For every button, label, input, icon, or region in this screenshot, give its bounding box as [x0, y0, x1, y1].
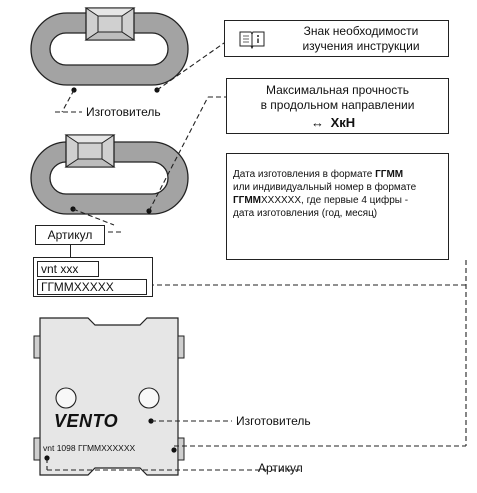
plate-hole-left [55, 387, 77, 409]
carabiner-top [30, 7, 189, 93]
article-tag-connector [70, 245, 71, 258]
plate-tab-left-bottom [33, 437, 41, 461]
date-line-1: Дата изготовления в формате ГГММ [233, 169, 404, 180]
date-format-box: Дата изготовления в формате ГГММ или инд… [226, 153, 449, 260]
tag-code: ГГММXXXXX [41, 280, 114, 294]
strength-line-1: Максимальная прочность [265, 83, 410, 97]
tag-code-box: ГГММXXXXX [37, 279, 147, 295]
tag-model: vnt xxx [41, 262, 79, 276]
leader-top-manufacturer [61, 89, 75, 113]
plate-brand: VENTO [54, 411, 119, 431]
leader-strength-1 [148, 96, 209, 212]
carabiner-bottom-gate [64, 134, 116, 168]
manufacturer-label-top: Изготовитель [86, 105, 161, 119]
marking-plate [33, 317, 185, 476]
article-label: Артикул [47, 228, 93, 242]
tag-outer: vnt xxx ГГММXXXXX [33, 257, 153, 297]
strength-line-2: в продольном направлении [260, 98, 415, 112]
plate-tab-right-top [177, 335, 185, 359]
double-arrow-icon: ↔ [311, 115, 324, 130]
plate-tab-left-top [33, 335, 41, 359]
plate-marking: vnt 1098 ГГММXXXXXX [43, 443, 136, 453]
plate-tab-right-bottom [177, 437, 185, 461]
callout-article: Артикул [258, 461, 303, 475]
open-book-info-icon [239, 31, 265, 49]
date-line-3: ГГММXXXXXX, где первые 4 цифры - [233, 195, 409, 206]
strength-value: XкН [330, 115, 356, 130]
leader-article-1 [72, 208, 115, 226]
instruction-box: Знак необходимости изучения инструкции [224, 20, 449, 57]
article-label-box: Артикул [35, 225, 105, 245]
strength-box: Максимальная прочность в продольном напр… [226, 78, 449, 134]
leader-instruction [156, 42, 225, 91]
callout-manufacturer: Изготовитель [236, 414, 311, 428]
leader-lines [46, 42, 467, 471]
date-line-2: или индивидуальный номер в формате [233, 182, 417, 193]
plate-hole-right [138, 387, 160, 409]
date-line-4: дата изготовления (год, месяц) [233, 208, 378, 219]
tag-model-box: vnt xxx [37, 261, 99, 277]
plate-marking-dot [171, 447, 177, 453]
instruction-line-1: Знак необходимости [303, 24, 419, 38]
carabiner-bottom [30, 134, 189, 215]
instruction-line-2: изучения инструкции [302, 39, 420, 53]
plate-body [39, 317, 179, 476]
carabiner-top-gate [84, 7, 136, 41]
